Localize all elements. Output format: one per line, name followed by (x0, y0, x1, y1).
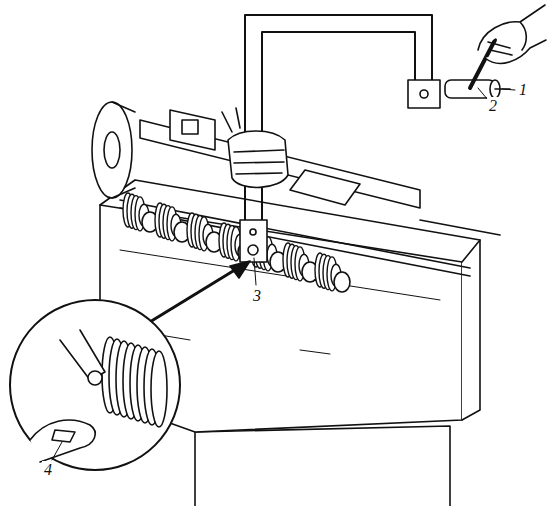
frame-screw (420, 90, 428, 98)
spring-coils (123, 193, 350, 292)
inset-tool (52, 430, 75, 442)
callout-number: 1 (517, 81, 529, 99)
pointer-arrow (140, 268, 238, 328)
bracket-slot (182, 120, 198, 134)
leader-3 (254, 258, 256, 285)
leader-1 (502, 89, 515, 90)
right-fingers (488, 42, 512, 55)
callout-number: 3 (251, 287, 263, 305)
right-hand (478, 5, 546, 63)
left-hand (228, 131, 288, 187)
jaw-pin (248, 245, 258, 255)
coil-turn (334, 272, 350, 292)
rail-bracket (170, 110, 215, 150)
disc-edge (112, 102, 135, 198)
inset-finger (30, 420, 95, 462)
hand-fingers (222, 108, 284, 174)
callout-number: 4 (42, 461, 54, 479)
end-shaft (420, 220, 500, 235)
inset-pin (88, 371, 102, 385)
back-rail (140, 120, 420, 208)
frame-block (408, 80, 440, 108)
inset-spring (102, 337, 167, 427)
rail-block (290, 170, 360, 205)
jaw-screw (250, 229, 256, 235)
detail-inset (10, 300, 180, 470)
leader-4 (52, 442, 62, 460)
end-disc (92, 102, 132, 198)
housing-ribs (120, 250, 440, 354)
coil-turn (151, 351, 167, 427)
disc-hub (104, 132, 120, 168)
lever (470, 40, 495, 88)
pointer-head (230, 261, 250, 278)
pedestal (195, 426, 450, 506)
callout-number: 2 (487, 97, 499, 115)
frame-jaw (240, 220, 267, 262)
